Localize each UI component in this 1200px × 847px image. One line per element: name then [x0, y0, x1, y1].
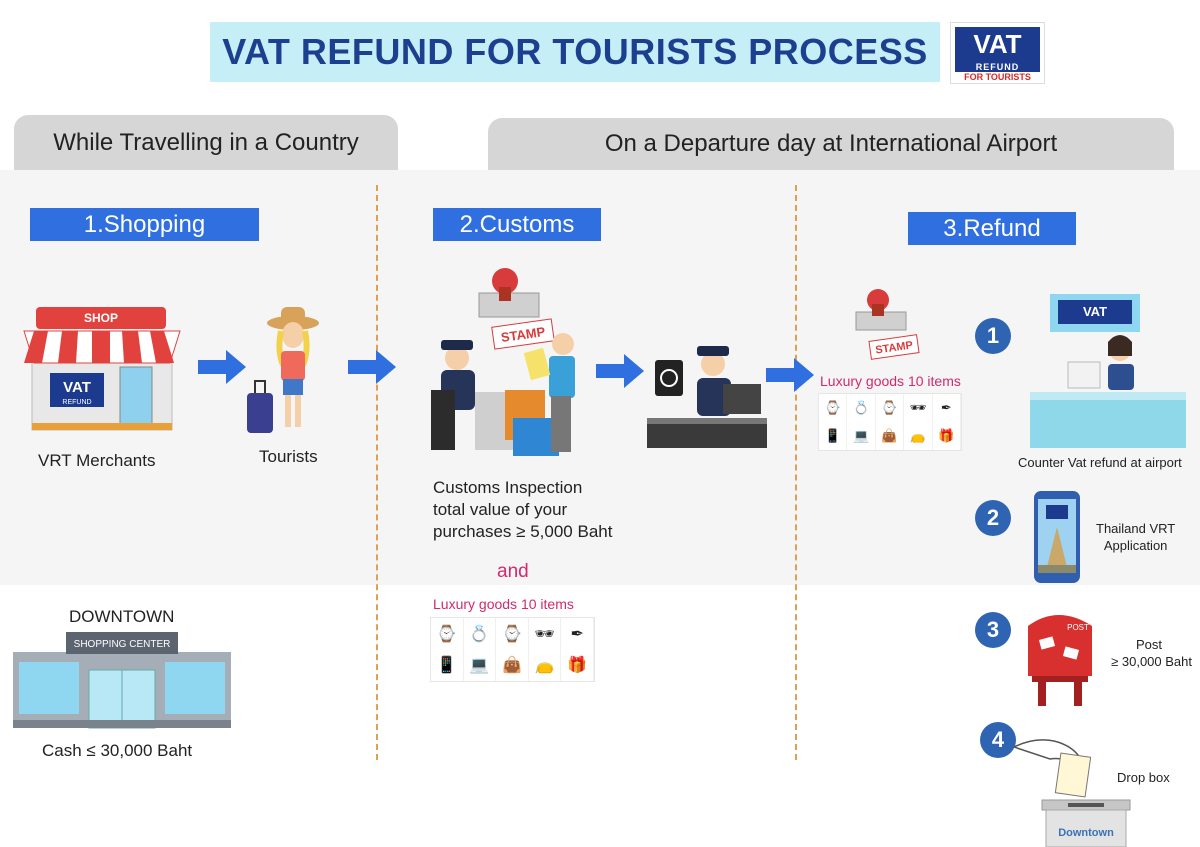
customs-luxury-label: Luxury goods 10 items	[433, 596, 574, 612]
cash-limit-label: Cash ≤ 30,000 Baht	[42, 741, 193, 760]
option-number-4: 4	[980, 722, 1016, 758]
step-refund: 3.Refund	[908, 212, 1076, 245]
gift-icon: 🎁	[933, 422, 961, 450]
section-divider-1	[376, 185, 378, 760]
counter-refund-label: Counter Vat refund at airport	[1018, 455, 1182, 470]
sunglasses-icon: 🕶	[529, 618, 562, 650]
lower-white-area	[150, 585, 790, 785]
customs-inspection-text: Customs Inspection total value of your p…	[433, 477, 612, 543]
arrow-right-icon	[766, 358, 814, 392]
arrow-right-icon	[596, 354, 644, 388]
customs-inspection-line3: purchases ≥ 5,000 Baht	[433, 522, 613, 541]
customs-inspection-line2: total value of your	[433, 500, 568, 519]
bag-icon: 👝	[529, 649, 562, 681]
logo-refund-text: REFUND	[955, 62, 1040, 72]
tourist-icon	[247, 307, 319, 433]
refund-luxury-goods-grid: ⌚ 💍 ⌚ 🕶 ✒ 📱 💻 👜 👝 🎁	[818, 393, 962, 451]
mobile-app-icon	[1034, 491, 1080, 583]
and-label: and	[497, 561, 529, 582]
drop-box-icon: Downtown	[1041, 799, 1131, 847]
stamp-icon: STAMP	[855, 289, 920, 360]
customs-luxury-goods-grid: ⌚ 💍 ⌚ 🕶 ✒ 📱 💻 👜 👝 🎁	[430, 617, 595, 682]
svg-text:VAT: VAT	[63, 379, 91, 396]
handbag-icon: 👜	[496, 649, 529, 681]
shopping-center-icon: SHOPPING CENTER	[13, 632, 231, 729]
vrt-app-label: Thailand VRT Application	[1096, 520, 1175, 554]
svg-text:VAT: VAT	[1083, 304, 1107, 319]
watch-icon: ⌚	[431, 618, 464, 650]
arrow-right-icon	[348, 350, 396, 384]
laptop-icon: 💻	[847, 422, 876, 450]
bag-icon: 👝	[904, 422, 933, 450]
vrt-app-label-line2: Application	[1103, 538, 1168, 553]
logo-tourists-text: FOR TOURISTS	[964, 72, 1031, 82]
jewelry-icon: 💍	[464, 618, 497, 650]
vrt-app-label-line1: Thailand VRT	[1096, 521, 1176, 536]
watch-icon: ⌚	[496, 618, 529, 650]
option-number-1: 1	[975, 318, 1011, 354]
refund-counter-icon: VAT	[1030, 294, 1186, 448]
drop-box-label: Drop box	[1117, 770, 1170, 785]
watch-icon: ⌚	[876, 394, 905, 422]
stamp-icon: STAMP	[478, 268, 555, 350]
post-sign-text: POST	[1067, 623, 1089, 632]
customs-stamp-text: STAMP	[500, 324, 547, 345]
option-number-3: 3	[975, 612, 1011, 648]
hand-with-document-icon	[1014, 739, 1092, 798]
shop-sign-text: SHOP	[84, 311, 118, 325]
customs-officer-desk-icon	[431, 333, 575, 456]
sunglasses-icon: 🕶	[904, 394, 933, 422]
gift-icon: 🎁	[561, 649, 594, 681]
vat-refund-logo: VAT REFUND FOR TOURISTS	[950, 22, 1045, 84]
watch-icon: ⌚	[819, 394, 848, 422]
handbag-icon: 👜	[876, 422, 905, 450]
refund-stamp-text: STAMP	[875, 339, 914, 356]
shopping-center-sign-text: SHOPPING CENTER	[74, 639, 171, 650]
pen-icon: ✒	[933, 394, 961, 422]
pen-icon: ✒	[561, 618, 594, 650]
jewelry-icon: 💍	[847, 394, 876, 422]
svg-text:REFUND: REFUND	[62, 399, 91, 406]
tourists-label: Tourists	[259, 447, 318, 466]
option-number-2: 2	[975, 500, 1011, 536]
downtown-title: DOWNTOWN	[69, 607, 175, 626]
laptop-icon: 💻	[464, 649, 497, 681]
refund-luxury-label: Luxury goods 10 items	[820, 373, 961, 389]
step-customs: 2.Customs	[433, 208, 601, 241]
airport-officer-icon	[647, 346, 767, 448]
vrt-merchants-label: VRT Merchants	[38, 451, 156, 470]
phone-icon: 📱	[819, 422, 848, 450]
section-tab-departure: On a Departure day at International Airp…	[488, 118, 1174, 170]
post-label-line2: ≥ 30,000 Baht	[1111, 654, 1192, 669]
step-shopping: 1.Shopping	[30, 208, 259, 241]
post-label-line1: Post	[1135, 637, 1162, 652]
shop-icon: SHOP VAT REFUND	[23, 307, 181, 431]
customs-inspection-line1: Customs Inspection	[433, 478, 583, 497]
arrow-right-icon	[198, 350, 246, 384]
section-divider-2	[795, 185, 797, 760]
postbox-icon: POST	[1028, 615, 1092, 706]
logo-vat-text: VAT	[955, 27, 1040, 62]
post-label: Post ≥ 30,000 Baht	[1100, 636, 1192, 670]
drop-box-sign-text: Downtown	[1058, 827, 1114, 839]
section-tab-travelling: While Travelling in a Country	[14, 115, 398, 170]
page-title: VAT REFUND FOR TOURISTS PROCESS	[210, 22, 940, 82]
phone-icon: 📱	[431, 649, 464, 681]
